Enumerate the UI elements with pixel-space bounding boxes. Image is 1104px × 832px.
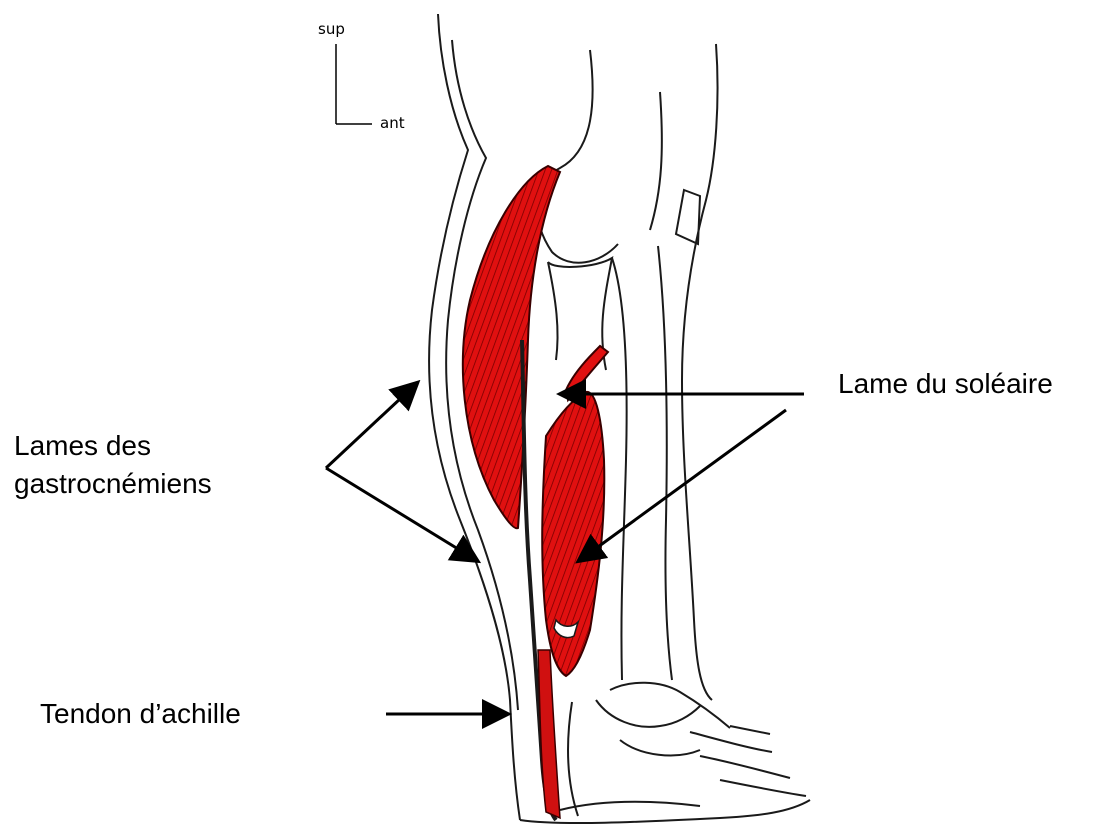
orientation-axes: [336, 44, 372, 124]
arrow-gastro-lower: [326, 468, 476, 560]
tendon-achille-label: Tendon d’achille: [40, 696, 241, 731]
lame-soleaire-label: Lame du soléaire: [838, 366, 1053, 401]
orientation-ant-label: ant: [380, 114, 405, 133]
orientation-sup-label: sup: [318, 20, 345, 39]
arrow-gastro-upper: [326, 384, 416, 468]
achilles-tendon: [538, 650, 560, 818]
lames-gastro-label-line1: Lames des: [14, 428, 151, 463]
lames-gastro-label-line2: gastrocnémiens: [14, 466, 212, 501]
